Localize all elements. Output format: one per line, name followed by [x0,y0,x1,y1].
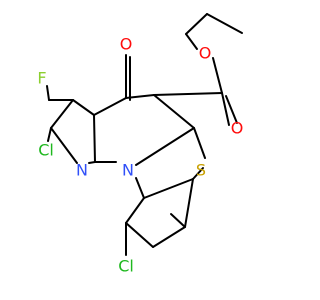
bond-line [193,127,206,159]
bond-line [185,13,208,35]
molecule-structure: Cl Cl F O O O N N S [37,13,243,276]
bond-line [125,197,145,224]
bond-line [212,57,223,94]
bond-line [153,94,195,129]
bond-line [170,213,186,228]
atom-label-cl-bottom: Cl [118,257,134,276]
bond-line [135,127,195,166]
bond-line [50,127,78,164]
atom-labels: Cl Cl F O O O N N S [37,35,243,276]
bond-line [221,92,230,126]
atom-label-oxygen-carbonyl: O [231,119,244,138]
bond-line [88,161,96,164]
atom-label-oxygen-ketone: O [120,35,133,54]
bond-line [93,97,127,116]
bond-line [50,99,74,129]
bond-line [46,85,50,101]
atom-label-nitrogen-pyridine: N [76,161,88,180]
atom-label-sulfur: S [196,161,206,180]
atom-label-cl-left: Cl [38,141,54,160]
atom-label-oxygen-ester: O [199,44,212,63]
bond-lines [46,13,243,256]
bond-line [153,92,223,96]
bond-line [192,167,204,180]
bond-line [206,13,243,34]
bond-line [143,178,194,199]
bond-line [185,33,198,50]
bond-line [152,226,186,248]
bond-line [125,222,154,248]
bond-line [47,127,52,142]
bond-line [225,95,238,124]
atom-label-fluorine: F [37,69,46,88]
atom-label-nitrogen-ring: N [122,161,134,180]
bond-line [72,99,95,116]
bond-line [93,114,96,163]
bond-line [184,178,194,228]
bond-line [135,177,145,199]
